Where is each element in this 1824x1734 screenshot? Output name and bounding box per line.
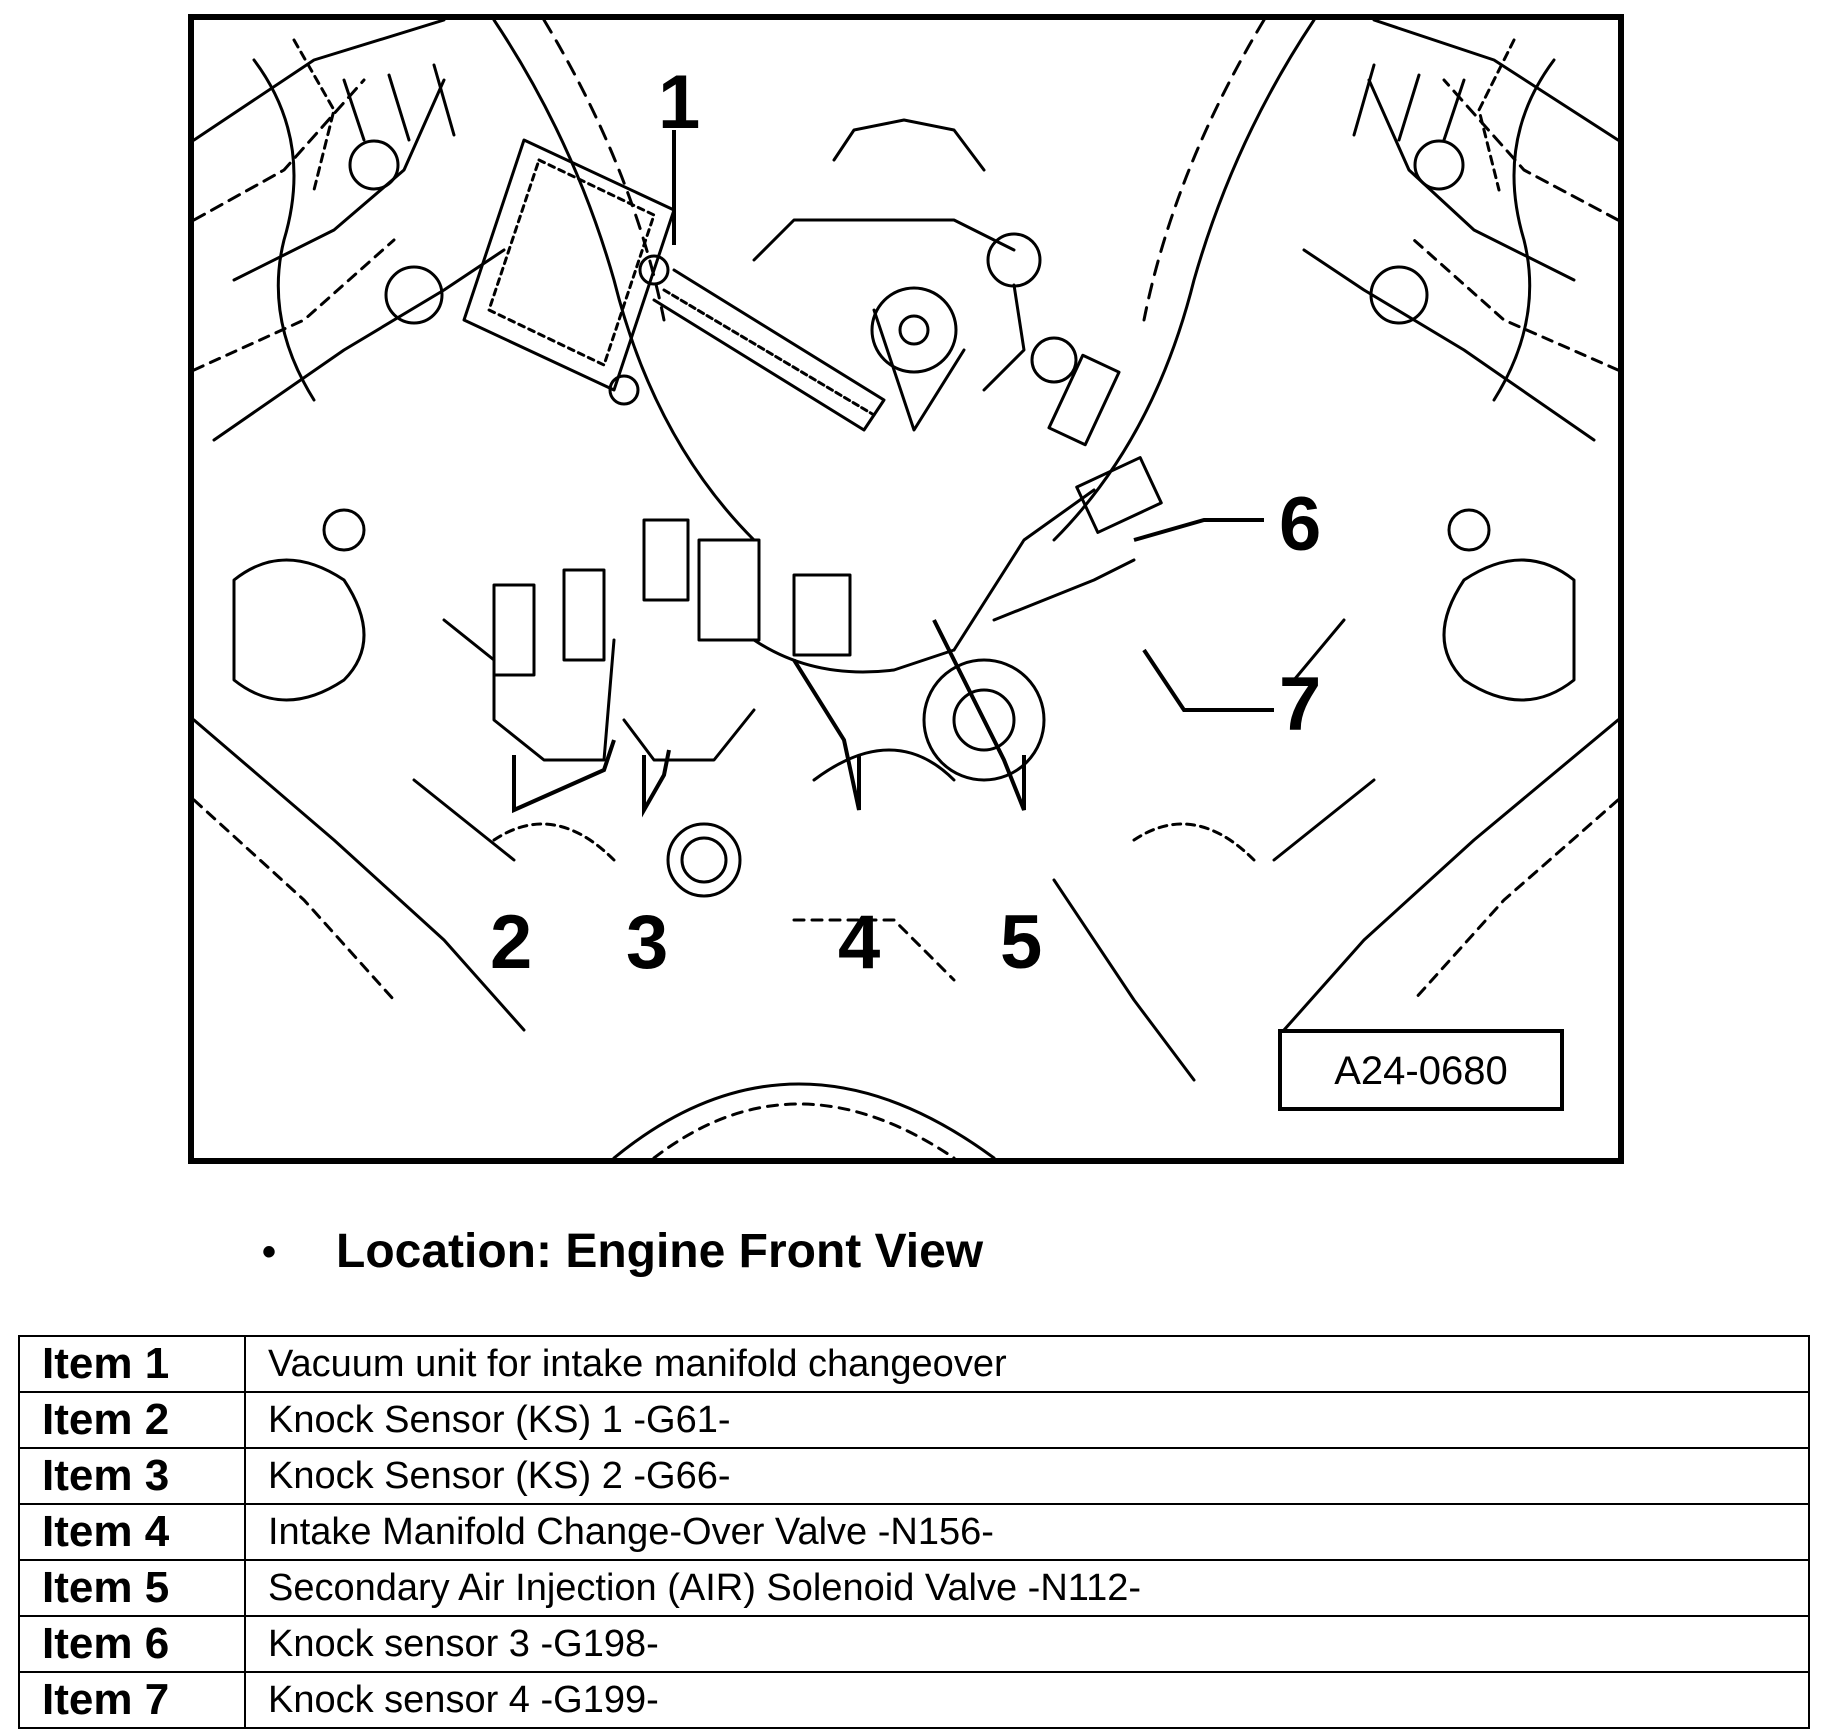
caption-bullet: •	[262, 1230, 277, 1274]
item-description: Knock Sensor (KS) 1 -G61-	[244, 1391, 1810, 1449]
item-label: Item 2	[18, 1391, 246, 1449]
callout-leaders	[512, 130, 1274, 818]
leader-3	[642, 749, 671, 818]
engine-line-art	[194, 20, 1618, 1158]
table-row: Item 2 Knock Sensor (KS) 1 -G61-	[18, 1391, 1810, 1449]
legend-table: Item 1 Vacuum unit for intake manifold c…	[18, 1335, 1810, 1729]
table-row: Item 6 Knock sensor 3 -G198-	[18, 1615, 1810, 1673]
reference-box	[1278, 1029, 1564, 1111]
item-label: Item 7	[18, 1671, 246, 1729]
table-row: Item 3 Knock Sensor (KS) 2 -G66-	[18, 1447, 1810, 1505]
callout-3: 3	[626, 900, 668, 985]
reference-code: A24-0680	[1334, 1049, 1507, 1093]
caption: • Location: Engine Front View	[262, 1222, 983, 1282]
table-row: Item 1 Vacuum unit for intake manifold c…	[18, 1335, 1810, 1393]
callout-4: 4	[838, 900, 880, 985]
item-description: Knock Sensor (KS) 2 -G66-	[244, 1447, 1810, 1505]
leader-6	[1133, 518, 1264, 542]
leader-5	[932, 619, 1026, 811]
item-label: Item 4	[18, 1503, 246, 1561]
item-label: Item 1	[18, 1335, 246, 1393]
leader-7	[1142, 648, 1274, 712]
caption-text: Location: Engine Front View	[336, 1225, 984, 1278]
item-description: Knock sensor 3 -G198-	[244, 1615, 1810, 1673]
engine-diagram: 1 2 3 4 5 6 7 A24-0680	[188, 14, 1624, 1164]
item-description: Intake Manifold Change-Over Valve -N156-	[244, 1503, 1810, 1561]
callout-6: 6	[1279, 482, 1321, 567]
item-description: Vacuum unit for intake manifold changeov…	[244, 1335, 1810, 1393]
callout-7: 7	[1279, 662, 1321, 747]
item-description: Secondary Air Injection (AIR) Solenoid V…	[244, 1559, 1810, 1617]
table-row: Item 4 Intake Manifold Change-Over Valve…	[18, 1503, 1810, 1561]
callout-numbers: 1 2 3 4 5 6 7	[490, 60, 1321, 985]
item-label: Item 5	[18, 1559, 246, 1617]
item-label: Item 3	[18, 1447, 246, 1505]
leader-4	[792, 658, 861, 811]
leader-2	[512, 739, 616, 814]
reference-label: A24-0680	[1278, 1029, 1564, 1111]
callout-1: 1	[658, 60, 700, 145]
item-label: Item 6	[18, 1615, 246, 1673]
callout-5: 5	[1000, 900, 1042, 985]
callout-2: 2	[490, 900, 532, 985]
table-row: Item 5 Secondary Air Injection (AIR) Sol…	[18, 1559, 1810, 1617]
item-description: Knock sensor 4 -G199-	[244, 1671, 1810, 1729]
table-row: Item 7 Knock sensor 4 -G199-	[18, 1671, 1810, 1729]
